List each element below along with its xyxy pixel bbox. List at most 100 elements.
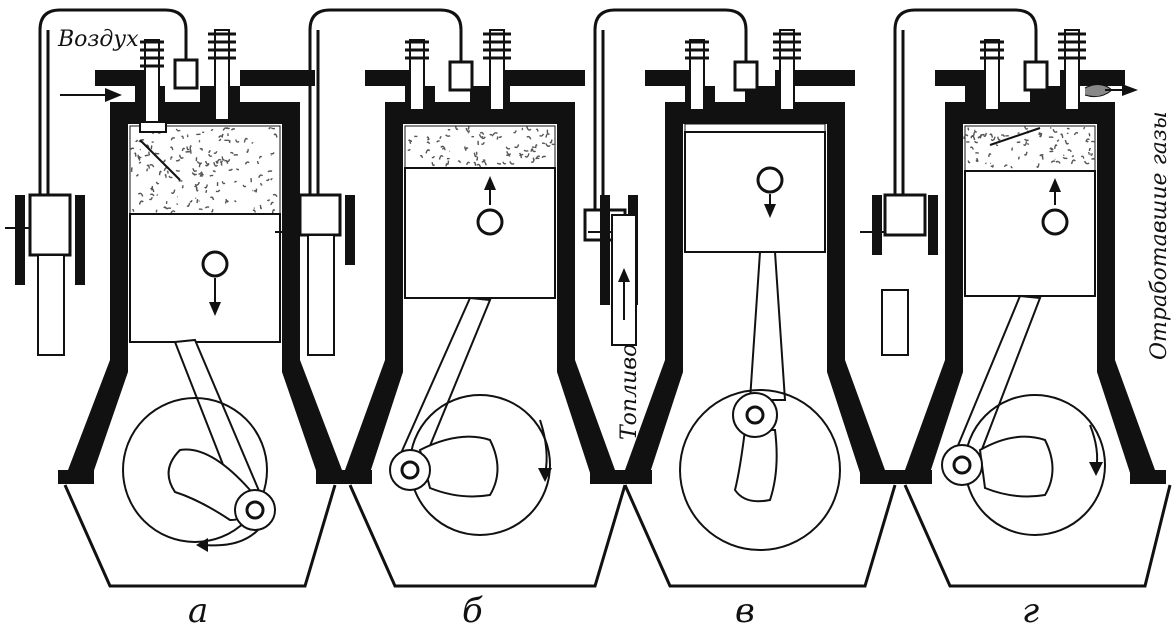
gas-speckle bbox=[181, 185, 184, 189]
gas-speckle bbox=[464, 146, 467, 150]
gas-speckle bbox=[226, 127, 230, 130]
gas-speckle bbox=[215, 160, 219, 164]
gas-speckle bbox=[1039, 154, 1044, 157]
gas-speckle bbox=[235, 168, 240, 171]
gas-speckle bbox=[989, 133, 994, 138]
gas-speckle bbox=[189, 200, 193, 203]
gas-speckle bbox=[256, 160, 260, 165]
gas-speckle bbox=[436, 140, 440, 143]
gas-speckle bbox=[138, 161, 142, 164]
gas-speckle bbox=[198, 208, 203, 211]
gas-speckle bbox=[154, 152, 160, 155]
gas-speckle bbox=[199, 147, 204, 151]
gas-speckle bbox=[541, 155, 547, 159]
gas-speckle bbox=[473, 152, 478, 158]
gas-speckle bbox=[272, 193, 278, 198]
gas-speckle bbox=[526, 135, 532, 140]
gas-speckle bbox=[181, 147, 186, 152]
gas-speckle bbox=[963, 134, 969, 139]
gas-speckle bbox=[440, 145, 446, 151]
gas-speckle bbox=[252, 209, 257, 213]
gas-speckle bbox=[535, 128, 539, 132]
gas-speckle bbox=[212, 170, 216, 173]
gas-speckle bbox=[137, 192, 144, 197]
gas-speckle bbox=[200, 171, 204, 176]
gas-speckle bbox=[210, 209, 214, 213]
gas-speckle bbox=[204, 184, 208, 189]
gas-speckle bbox=[1091, 157, 1096, 160]
gas-speckle bbox=[1054, 144, 1058, 149]
gas-speckle bbox=[518, 152, 524, 156]
gas-speckle bbox=[162, 159, 166, 163]
gas-speckle bbox=[419, 154, 424, 159]
gas-speckle bbox=[985, 162, 987, 165]
gas-speckle bbox=[163, 206, 166, 209]
gas-speckle bbox=[267, 170, 273, 173]
gas-speckle bbox=[233, 180, 238, 183]
panel-label-b: б bbox=[462, 591, 483, 629]
gas-speckle bbox=[478, 134, 484, 138]
gas-speckle bbox=[506, 151, 512, 156]
gas-speckle bbox=[465, 127, 471, 133]
gas-speckle bbox=[426, 136, 430, 141]
gas-speckle bbox=[210, 129, 214, 132]
gas-speckle bbox=[209, 174, 214, 177]
gas-speckle bbox=[1038, 132, 1041, 135]
gas-speckle bbox=[1083, 127, 1086, 130]
gas-speckle bbox=[479, 131, 485, 135]
gas-speckle bbox=[198, 173, 203, 178]
compressed-air bbox=[407, 126, 557, 168]
panel-label-g: г bbox=[1022, 591, 1039, 629]
gas-speckle bbox=[523, 149, 529, 152]
gas-speckle bbox=[526, 126, 532, 131]
gas-speckle bbox=[150, 185, 154, 191]
gas-speckle bbox=[175, 158, 181, 162]
gas-speckle bbox=[170, 189, 176, 195]
gas-speckle bbox=[1056, 139, 1060, 142]
gas-speckle bbox=[1067, 149, 1072, 153]
gas-speckle bbox=[205, 160, 210, 165]
gas-speckle bbox=[975, 158, 979, 162]
gas-speckle bbox=[988, 153, 992, 158]
gas-speckle bbox=[502, 161, 507, 165]
gas-speckle bbox=[1010, 165, 1013, 169]
gas-speckle bbox=[181, 135, 185, 139]
intake-valve bbox=[139, 39, 167, 133]
gas-speckle bbox=[467, 126, 470, 130]
gas-speckle bbox=[509, 161, 515, 165]
gas-speckle bbox=[457, 160, 462, 164]
gas-speckle bbox=[244, 161, 250, 165]
gas-speckle bbox=[1049, 147, 1053, 151]
exhaust-label: Отработавшие газы bbox=[1147, 111, 1172, 360]
gas-speckle bbox=[1062, 156, 1068, 160]
gas-speckle bbox=[1090, 140, 1096, 143]
gas-speckle bbox=[213, 161, 219, 167]
gas-speckle bbox=[1088, 133, 1091, 137]
gas-speckle bbox=[551, 143, 557, 146]
gas-speckle bbox=[1024, 138, 1029, 142]
gas-speckle bbox=[975, 152, 980, 155]
gas-speckle bbox=[473, 161, 477, 166]
gas-speckle bbox=[270, 127, 276, 130]
gas-speckle bbox=[967, 160, 971, 164]
gas-speckle bbox=[431, 155, 435, 159]
gas-speckle bbox=[980, 133, 985, 136]
gas-speckle bbox=[260, 182, 263, 186]
fuel-label: Топливо bbox=[617, 344, 642, 440]
gas-speckle bbox=[970, 135, 976, 141]
gas-speckle bbox=[439, 136, 442, 139]
gas-speckle bbox=[506, 154, 511, 157]
gas-speckle bbox=[186, 146, 190, 151]
gas-speckle bbox=[1066, 127, 1070, 130]
gas-speckle bbox=[170, 156, 173, 160]
gas-speckle bbox=[513, 130, 517, 134]
gas-speckle bbox=[148, 151, 151, 156]
gas-speckle bbox=[969, 146, 974, 150]
gas-speckle bbox=[246, 148, 249, 153]
gas-speckle bbox=[476, 156, 479, 161]
gas-speckle bbox=[1055, 160, 1061, 164]
gas-speckle bbox=[224, 200, 229, 204]
gas-speckle bbox=[1084, 160, 1090, 165]
gas-speckle bbox=[158, 170, 162, 176]
gas-speckle bbox=[1085, 138, 1090, 142]
